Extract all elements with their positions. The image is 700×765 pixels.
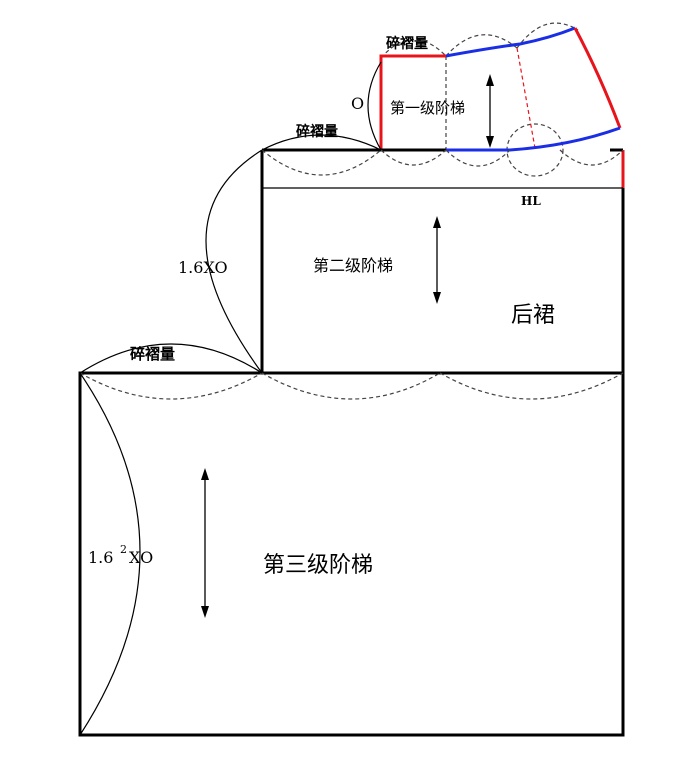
tier1-red-edge bbox=[379, 54, 446, 150]
tier1-fold-label: 碎褶量 bbox=[386, 35, 428, 52]
tier2-fold-label: 碎褶量 bbox=[296, 123, 338, 140]
tier1-top-blue bbox=[445, 26, 576, 58]
tier2-label: 第二级阶梯 bbox=[313, 256, 393, 275]
tier3-length-arc bbox=[79, 372, 141, 736]
back-skirt-label: 后裙 bbox=[511, 303, 555, 328]
tier2-gather-arcs bbox=[261, 149, 624, 176]
svg-text:XO: XO bbox=[129, 548, 153, 567]
tier1-pattern bbox=[367, 22, 622, 177]
tier3-fold-label: 碎褶量 bbox=[130, 345, 175, 363]
tier1-bottom-blue bbox=[446, 126, 621, 152]
tier1-right-red bbox=[573, 27, 622, 129]
circle-o-label: O bbox=[351, 94, 364, 113]
tier2-length-label: 1.6XO bbox=[178, 258, 228, 277]
circle-o-arc bbox=[367, 61, 382, 151]
hip-line-label: HL bbox=[521, 194, 541, 208]
tier3-outline bbox=[78, 371, 625, 737]
tier3-pattern bbox=[78, 343, 625, 737]
tier2-pattern bbox=[205, 134, 625, 374]
tier1-red-dashed bbox=[516, 47, 536, 149]
svg-text:1.6: 1.6 bbox=[88, 548, 113, 567]
tier3-label: 第三级阶梯 bbox=[263, 553, 373, 578]
tier1-label: 第一级阶梯 bbox=[390, 99, 465, 117]
tier3-length-label: 1.6 2 XO bbox=[88, 543, 153, 567]
tier1-gather-arcs bbox=[380, 22, 579, 177]
svg-text:2: 2 bbox=[120, 543, 127, 556]
tier2-length-arc bbox=[205, 149, 263, 374]
tier3-gather-arcs bbox=[79, 372, 624, 400]
